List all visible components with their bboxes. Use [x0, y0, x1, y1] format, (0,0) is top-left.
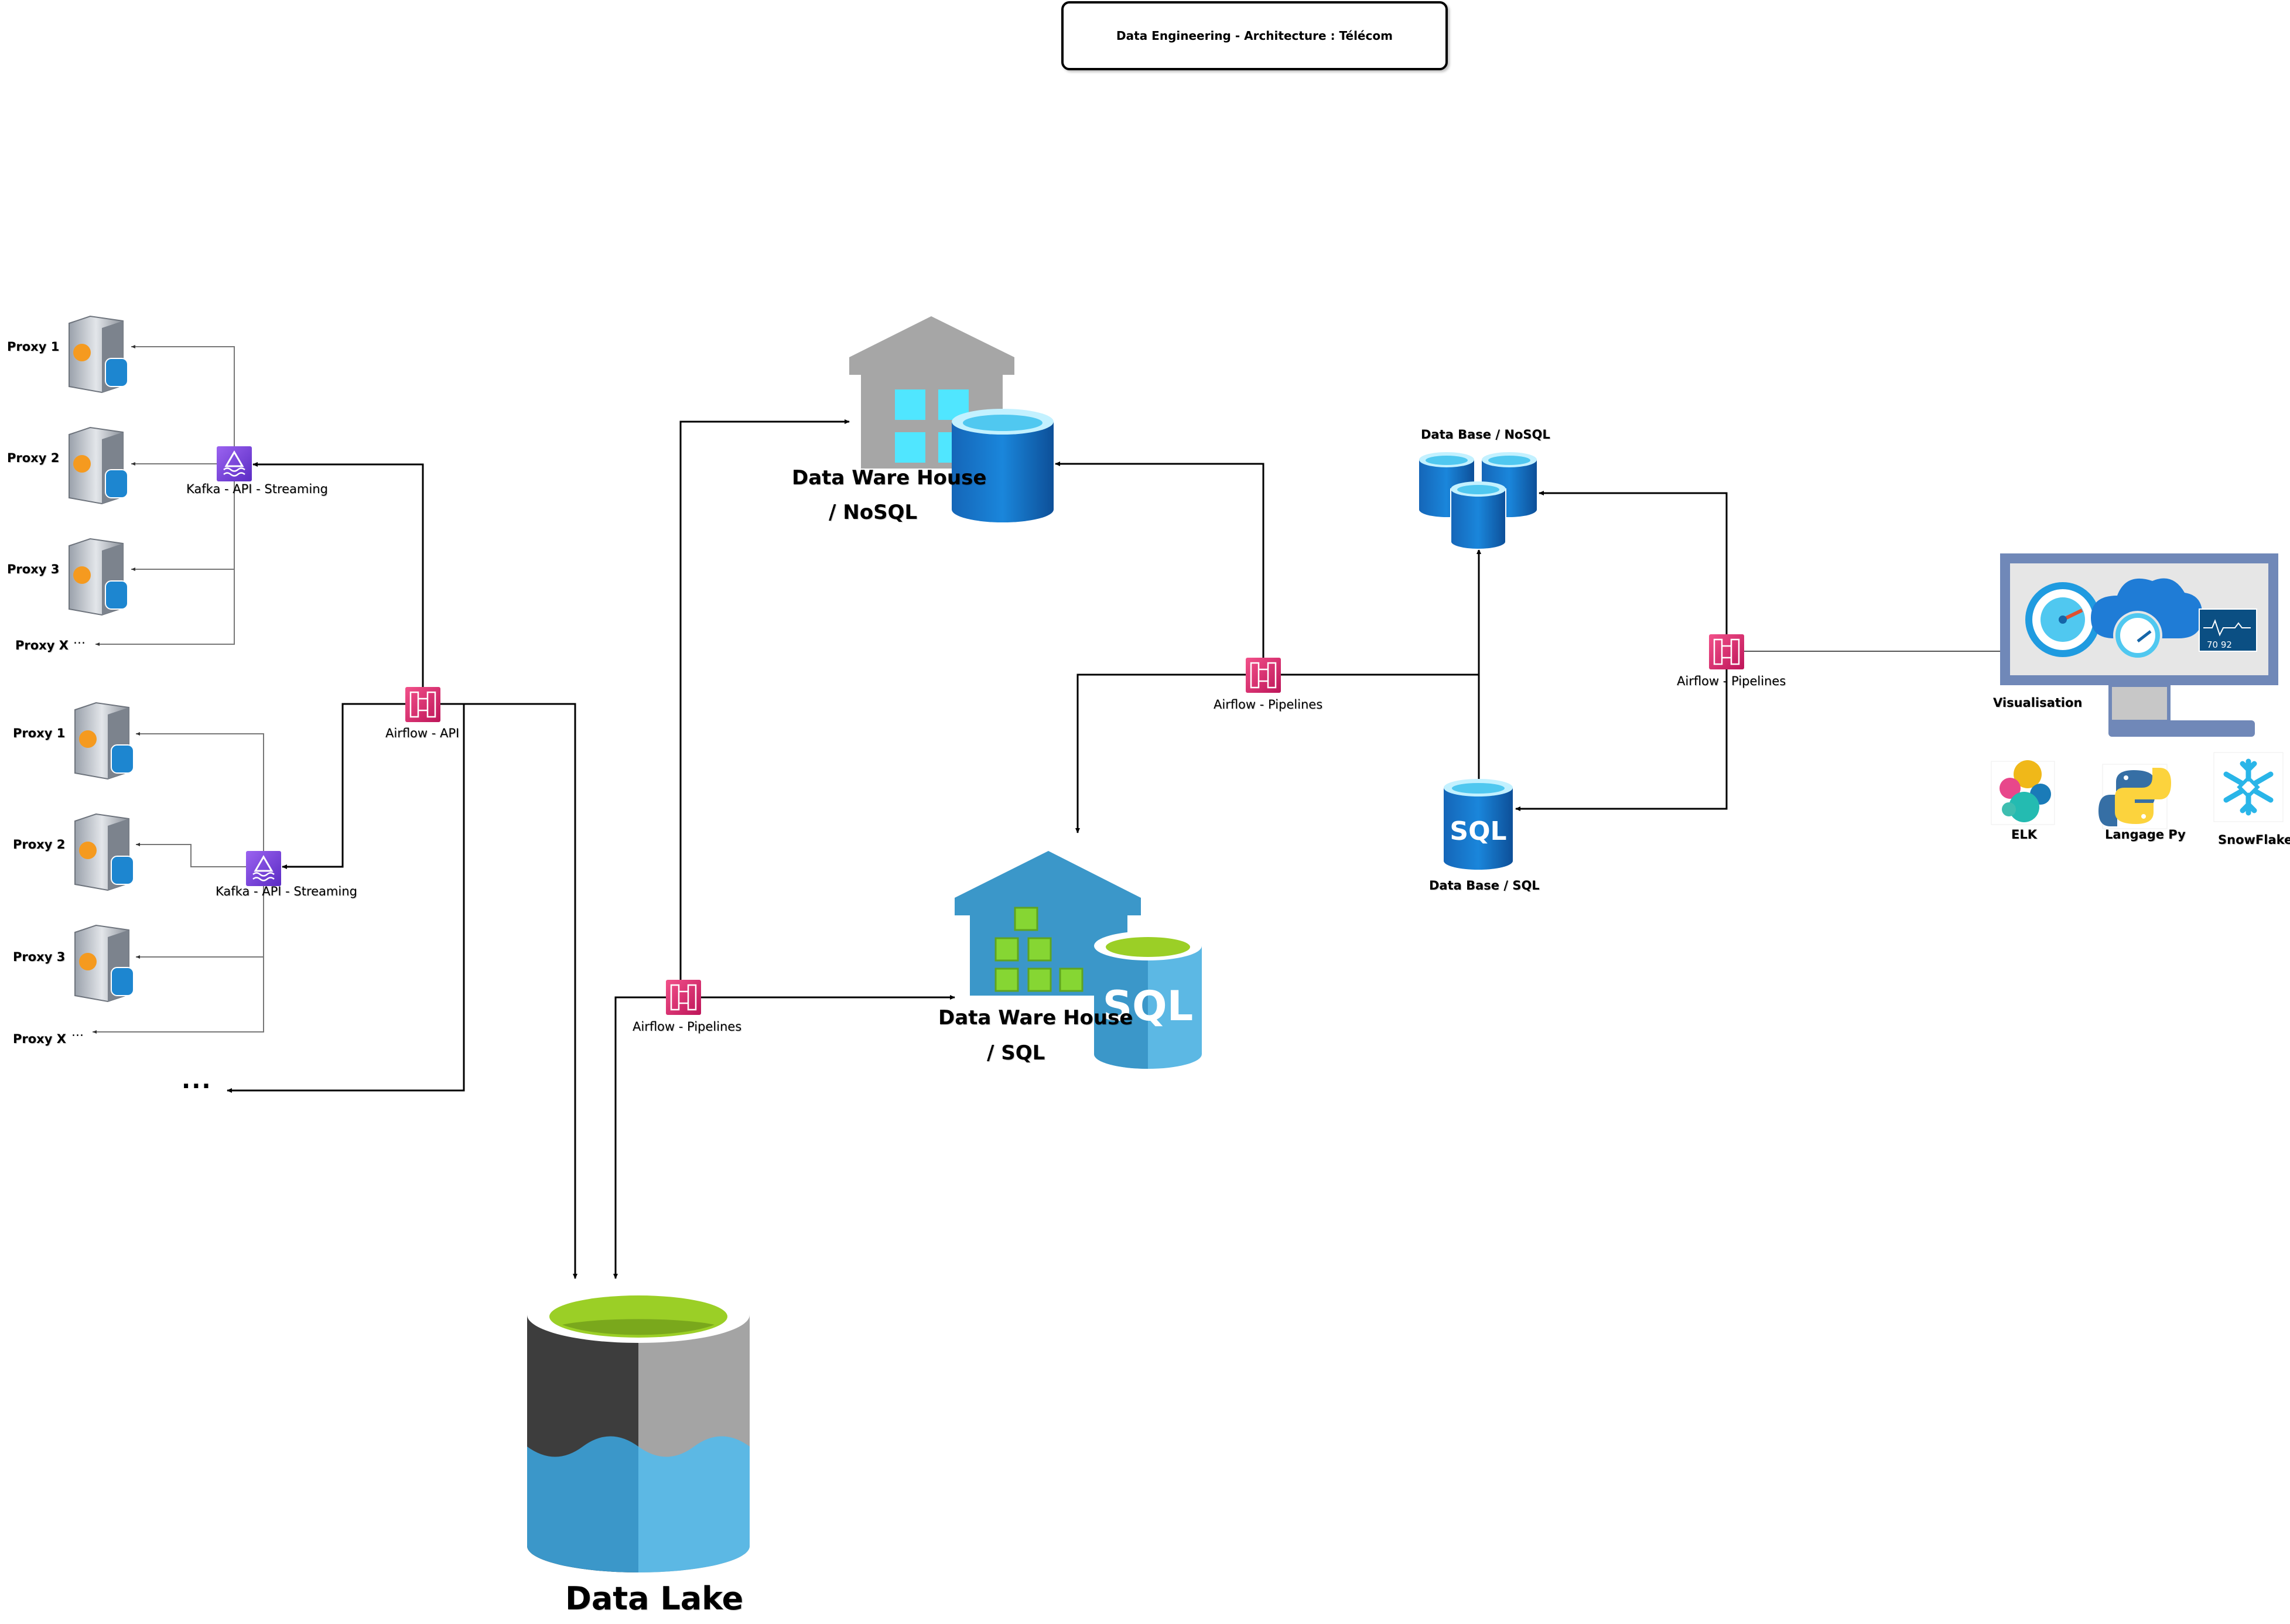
python-icon — [2098, 764, 2171, 829]
ellipsis: ... — [182, 1067, 212, 1094]
server-icon — [74, 702, 134, 780]
kafka-top-links — [95, 345, 235, 646]
monitor-icon: 70 92 — [2000, 553, 2278, 737]
dwh-sql-label: Data Ware House — [938, 1006, 1133, 1030]
airflow-icon — [405, 687, 440, 722]
server-icon — [69, 315, 128, 394]
dwh-sql-label: / SQL — [987, 1041, 1045, 1065]
kafka-icon — [217, 446, 252, 481]
db-nosql-label: Data Base / NoSQL — [1421, 428, 1550, 442]
kafka-label: Kafka - API - Streaming — [186, 482, 328, 496]
snowflake-icon — [2213, 752, 2284, 822]
warehouse-sql-icon: SQL — [955, 851, 1202, 1069]
proxy-label: Proxy 3 — [13, 950, 66, 964]
ellipsis-small: ... — [73, 632, 86, 647]
page-title: Data Engineering - Architecture : Téléco… — [1116, 29, 1393, 43]
proxy-label: Proxy X — [13, 1032, 66, 1046]
db-sql-icon: SQL — [1444, 779, 1513, 870]
data-lake-icon — [527, 1287, 750, 1572]
airflow-lake-links — [613, 419, 955, 1279]
connectors — [93, 345, 2008, 1279]
tool-label-elk: ELK — [2011, 828, 2037, 842]
proxy-server-icons — [69, 315, 134, 1003]
airflow-api-links — [227, 462, 577, 1279]
tool-label-python: Langage Py — [2105, 828, 2186, 842]
warehouse-nosql-icon — [849, 316, 1054, 522]
proxy-label: Proxy 1 — [13, 726, 66, 740]
visualisation-label: Visualisation — [1993, 696, 2083, 710]
airflow-middle-links — [1055, 461, 1481, 833]
db-nosql-icon — [1419, 452, 1537, 550]
airflow-icon — [1709, 634, 1744, 669]
kafka-icon — [246, 851, 281, 886]
server-icon — [69, 426, 128, 505]
proxy-label: Proxy 2 — [7, 451, 60, 465]
airflow-icon — [1246, 658, 1281, 693]
server-icon — [69, 538, 128, 616]
proxy-label: Proxy 2 — [13, 837, 66, 852]
proxy-label: Proxy 1 — [7, 340, 60, 354]
data-lake-label: Data Lake — [565, 1580, 744, 1617]
db-sql-badge: SQL — [1450, 816, 1506, 846]
elk-icon — [1991, 760, 2055, 825]
dwh-nosql-label: Data Ware House — [792, 466, 987, 490]
airflow-api-label: Airflow - API — [385, 726, 460, 740]
kafka-label: Kafka - API - Streaming — [216, 884, 357, 898]
kafka-bottom-links — [93, 732, 264, 1034]
title-box: Data Engineering - Architecture : Téléco… — [1061, 1, 1448, 70]
dwh-nosql-label: / NoSQL — [829, 501, 918, 524]
proxy-label: Proxy X — [15, 638, 69, 652]
db-sql-label: Data Base / SQL — [1429, 878, 1540, 893]
tool-label-snowflake: SnowFlake — [2218, 833, 2290, 847]
server-icon — [74, 813, 134, 891]
dwh-sql-badge: SQL — [1103, 982, 1194, 1030]
airflow-pipelines-label: Airflow - Pipelines — [633, 1020, 742, 1034]
airflow-pipelines-label: Airflow - Pipelines — [1677, 674, 1786, 688]
server-icon — [74, 924, 134, 1003]
airflow-icon — [666, 980, 701, 1015]
proxy-label: Proxy 3 — [7, 562, 60, 576]
airflow-right-links — [1515, 491, 2008, 811]
monitor-gauge-text: 70 92 — [2207, 640, 2232, 650]
ellipsis-small: ... — [71, 1025, 84, 1040]
airflow-pipelines-label: Airflow - Pipelines — [1214, 698, 1323, 712]
